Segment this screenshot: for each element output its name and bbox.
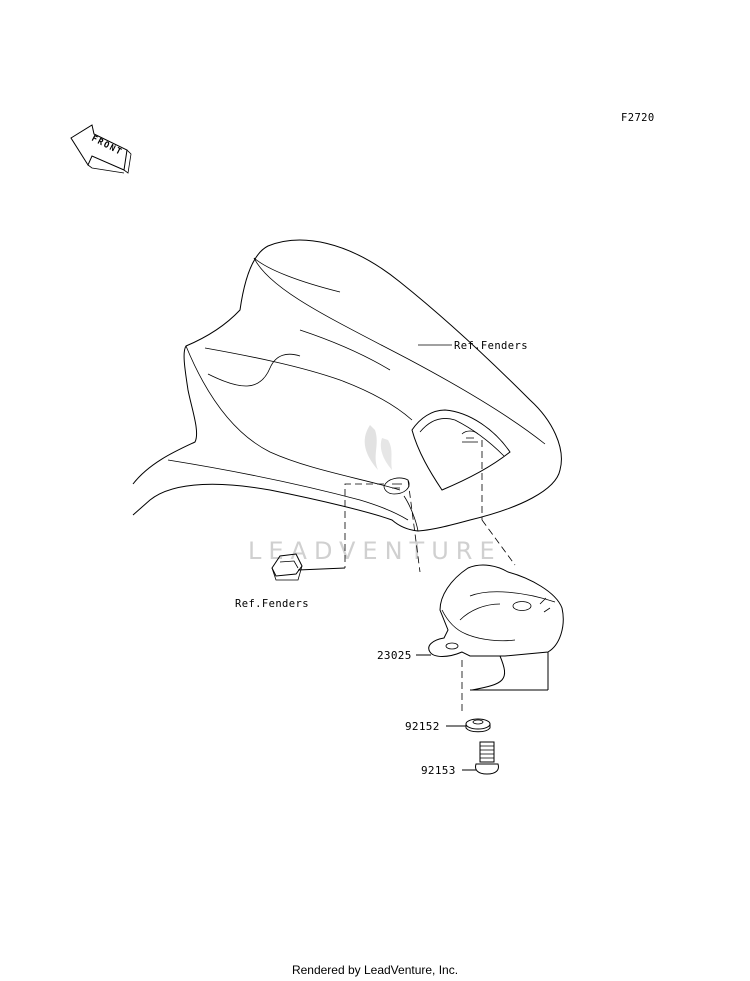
callout-part-92152[interactable]: 92152 [405,720,440,733]
footer-credit: Rendered by LeadVenture, Inc. [291,963,459,977]
callout-part-23025[interactable]: 23025 [377,649,412,662]
assembly-lines [344,440,516,712]
front-arrow-label: FRONT [90,134,124,158]
callout-ref-fenders-lower[interactable]: Ref.Fenders [235,598,309,610]
bracket-part-23025 [416,564,564,691]
fender-drawing [132,239,562,532]
callout-ref-fenders-upper[interactable]: Ref.Fenders [454,340,528,352]
bolt-part-92153 [462,741,499,775]
watermark-text: LEADVENTURE [248,537,502,565]
washer-part-92152 [446,718,491,733]
front-arrow-icon: FRONT [70,124,132,174]
callout-part-92153[interactable]: 92153 [421,764,456,777]
figure-code: F2720 [621,112,655,124]
clip-nut-part [271,553,346,581]
watermark-logo: LEADVENTURE [248,425,502,565]
